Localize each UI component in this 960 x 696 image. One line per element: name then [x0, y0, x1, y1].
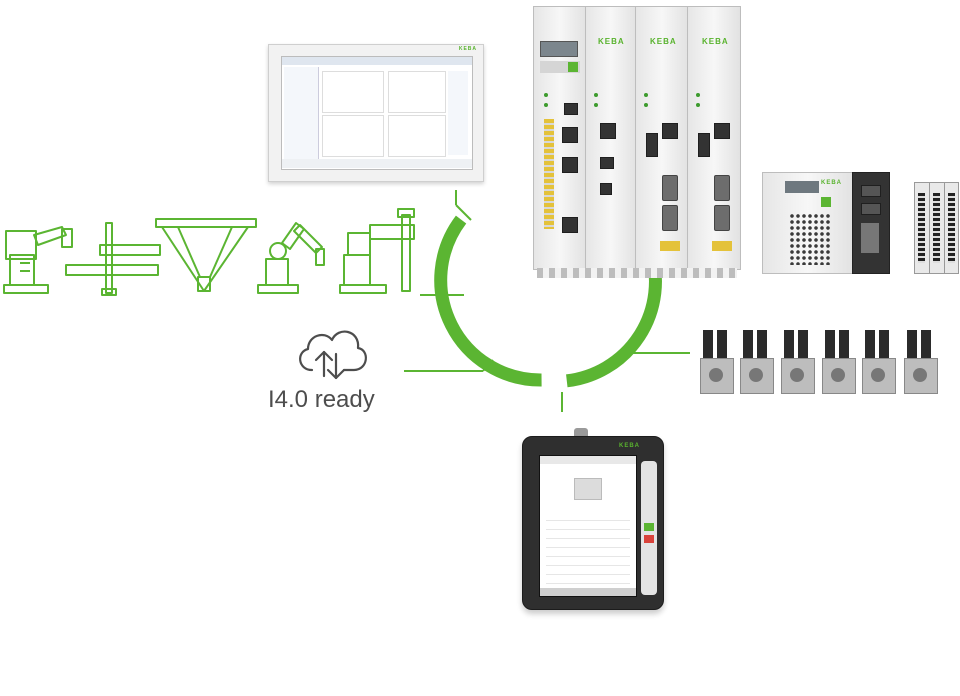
- servo-motor: [822, 330, 856, 394]
- compact-controller: KEBA: [762, 172, 890, 274]
- teach-pendant: KEBA: [522, 428, 664, 610]
- teach-pendant-screen: [539, 455, 637, 597]
- controller-cabinet: KEBA KEBA KEBA: [533, 6, 741, 278]
- controller-module-1: [533, 6, 587, 270]
- servo-motor: [781, 330, 815, 394]
- servo-motor: [740, 330, 774, 394]
- hmi-screen: [281, 56, 473, 170]
- io-modules: [914, 182, 959, 274]
- scara-robot-icon: [339, 208, 415, 294]
- gantry-robot-icon: [65, 222, 161, 296]
- i40-ready-label: I4.0 ready: [268, 386, 375, 413]
- servo-motors: [700, 330, 940, 396]
- ring-segment-left: [434, 215, 542, 387]
- cloud-upload-download-icon: [299, 330, 367, 380]
- small-articulated-robot-icon: [257, 222, 325, 294]
- link-hmi-diag: [455, 204, 472, 221]
- controller-module-2: KEBA: [585, 6, 637, 270]
- controller-module-3: KEBA: [635, 6, 689, 270]
- servo-motor: [700, 330, 734, 394]
- robot-icons: [3, 208, 415, 296]
- hmi-panel: KEBA: [268, 44, 484, 182]
- controller-module-4: KEBA: [687, 6, 741, 270]
- link-cloud-diag: [482, 359, 494, 372]
- hmi-brand-logo: KEBA: [458, 46, 477, 52]
- articulated-robot-icon: [3, 226, 73, 294]
- servo-motor: [904, 330, 938, 394]
- delta-robot-icon: [155, 218, 257, 292]
- servo-motor: [862, 330, 896, 394]
